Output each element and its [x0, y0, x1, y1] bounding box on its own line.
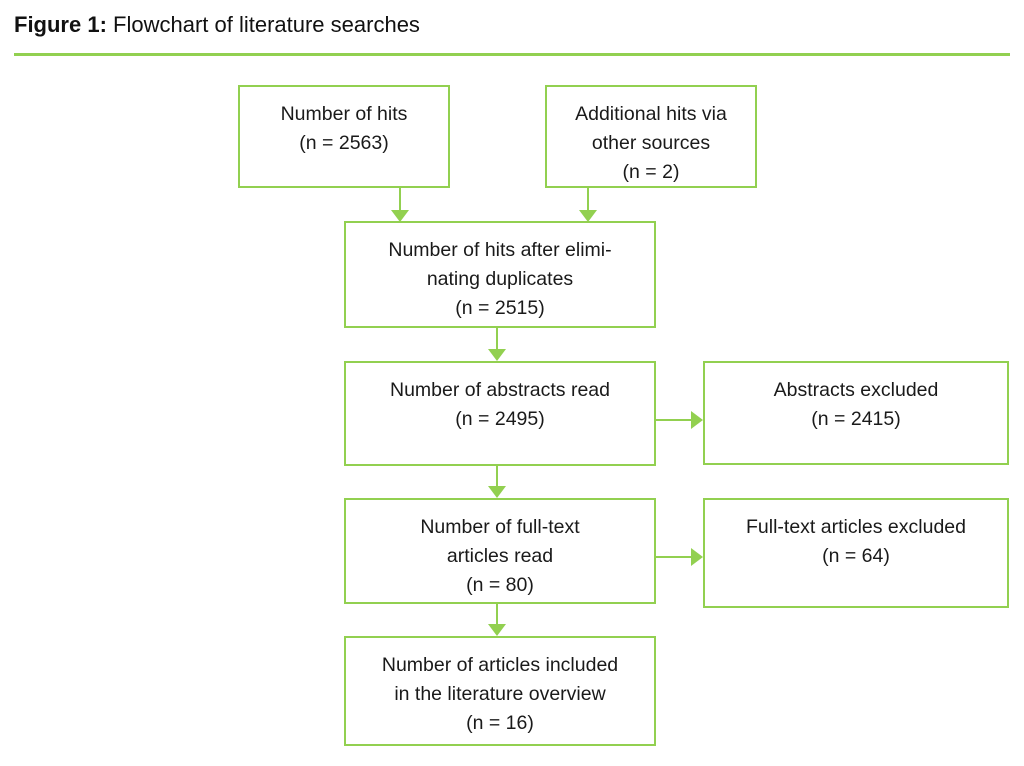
arrowhead-down-icon	[579, 210, 597, 222]
box-line: in the literature overview	[394, 683, 606, 705]
box-fulltext-articles-read: Number of full-text articles read (n = 8…	[344, 498, 656, 604]
arrowhead-down-icon	[488, 486, 506, 498]
box-line: (n = 2)	[622, 161, 680, 183]
box-abstracts-excluded: Abstracts excluded (n = 2415)	[703, 361, 1009, 465]
box-line: (n = 2495)	[455, 408, 545, 430]
box-line: articles read	[446, 545, 554, 567]
title-separator-line	[14, 53, 1010, 56]
box-additional-hits: Additional hits via other sources (n = 2…	[545, 85, 757, 188]
arrow-dedup-to-abstracts	[488, 328, 506, 361]
box-line: Additional hits via	[575, 103, 727, 125]
arrow-fulltext-to-excluded	[656, 548, 703, 566]
box-line: (n = 2515)	[455, 297, 545, 319]
box-line: Number of full-text	[420, 516, 580, 538]
box-line: (n = 2415)	[811, 408, 901, 430]
arrow-abstracts-to-fulltext	[488, 466, 506, 498]
arrow-abstracts-to-excluded	[656, 411, 703, 429]
box-articles-included: Number of articles included in the liter…	[344, 636, 656, 746]
box-number-of-hits: Number of hits (n = 2563)	[238, 85, 450, 188]
box-line: (n = 64)	[822, 545, 890, 567]
arrow-hits-to-dedup	[391, 188, 409, 222]
box-abstracts-read: Number of abstracts read (n = 2495)	[344, 361, 656, 466]
box-line: Number of hits after elimi-	[388, 239, 612, 261]
box-line: Abstracts excluded	[773, 379, 939, 401]
arrowhead-down-icon	[488, 349, 506, 361]
arrow-fulltext-to-included	[488, 604, 506, 636]
box-line: Number of articles included	[381, 654, 619, 676]
box-line: Number of hits	[280, 103, 408, 125]
figure-caption: Figure 1: Flowchart of literature search…	[14, 10, 420, 40]
arrowhead-down-icon	[488, 624, 506, 636]
box-line: Full-text articles excluded	[745, 516, 966, 538]
arrowhead-right-icon	[691, 548, 703, 566]
box-hits-after-deduplication: Number of hits after elimi- nating dupli…	[344, 221, 656, 328]
box-fulltext-articles-excluded: Full-text articles excluded (n = 64)	[703, 498, 1009, 608]
arrowhead-down-icon	[391, 210, 409, 222]
figure-title-text: Flowchart of literature searches	[106, 12, 420, 37]
box-line: other sources	[591, 132, 711, 154]
box-line: (n = 2563)	[299, 132, 389, 154]
figure-number: Figure 1:	[14, 12, 107, 37]
box-line: Number of abstracts read	[389, 379, 610, 401]
box-line: (n = 16)	[466, 712, 534, 734]
arrowhead-right-icon	[691, 411, 703, 429]
box-line: nating duplicates	[426, 268, 574, 290]
box-line: (n = 80)	[466, 574, 534, 596]
arrow-additional-to-dedup	[579, 188, 597, 222]
